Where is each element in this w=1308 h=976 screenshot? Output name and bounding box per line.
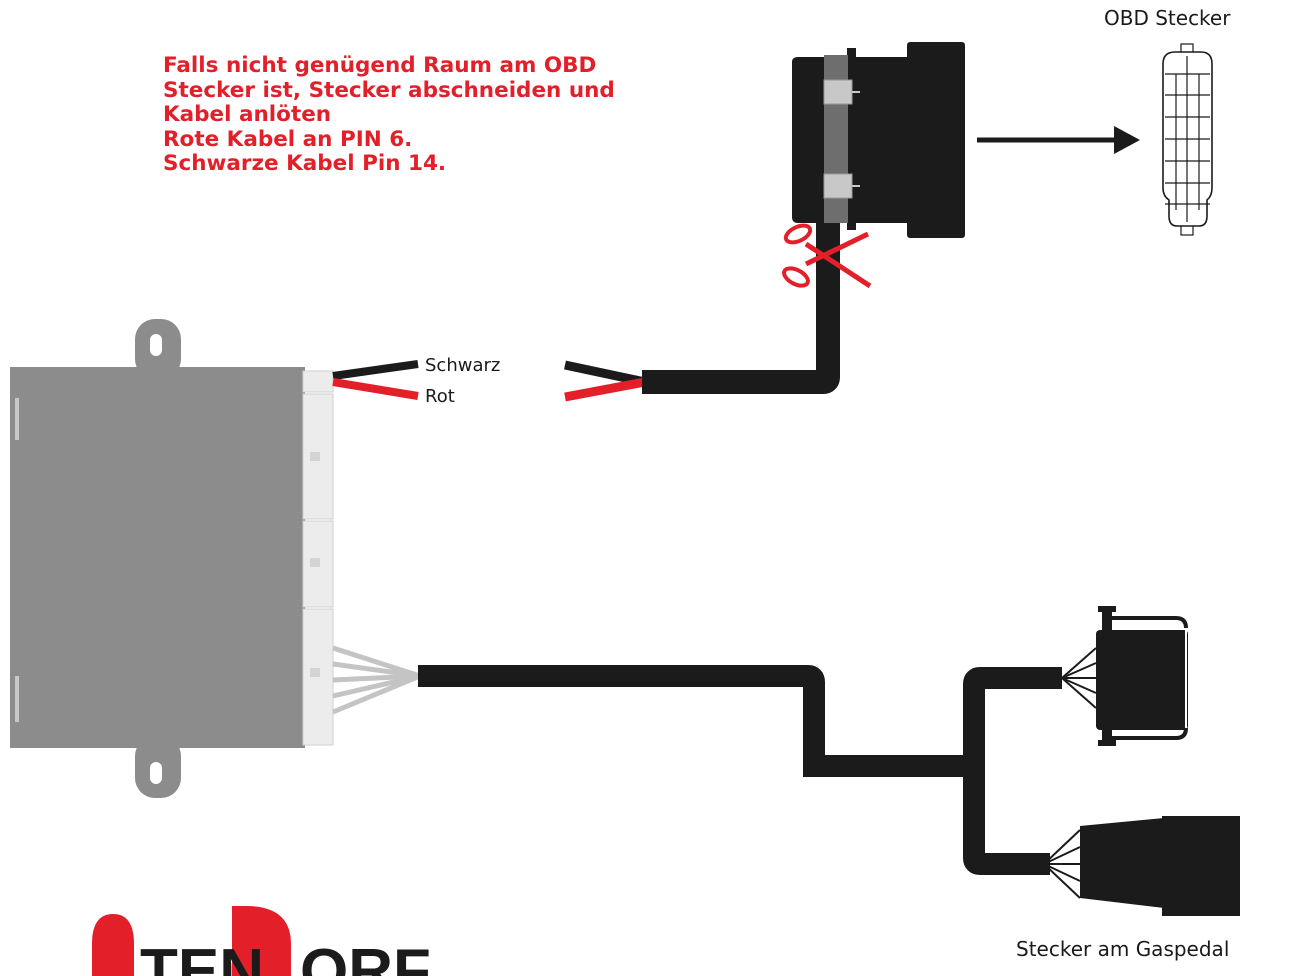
module-connector-power <box>302 370 334 393</box>
wire-black-module <box>332 360 419 380</box>
instruction-line: Falls nicht genügend Raum am OBD <box>163 53 597 78</box>
wire-red-label: Rot <box>425 386 455 407</box>
pedal-connector-lower <box>1080 816 1240 916</box>
module-connector-b <box>302 520 334 608</box>
pedal-cable-branches <box>963 667 1062 875</box>
pedal-connector-label: Stecker am Gaspedal <box>1016 937 1230 961</box>
obd-cable <box>564 210 840 402</box>
instruction-line: Schwarze Kabel Pin 14. <box>163 151 447 177</box>
arrow-right-icon <box>977 126 1140 154</box>
wire-red-obd <box>564 377 646 402</box>
wire-black-obd <box>564 360 646 387</box>
module-body <box>10 367 305 748</box>
svg-text:TEN: TEN <box>140 937 264 976</box>
pedal-connector-upper <box>1096 606 1188 746</box>
pedal-cable-trunk <box>418 665 970 777</box>
obd-connector-front <box>1162 43 1213 236</box>
obd-connector-label: OBD Stecker <box>1104 6 1231 30</box>
instructions-text: Falls nicht genügend Raum am OBD Stecker… <box>163 53 743 177</box>
instruction-line: Stecker ist, Stecker abschneiden und <box>163 77 615 103</box>
pedal-harness <box>332 645 1097 899</box>
svg-text:ORF: ORF <box>300 937 431 976</box>
wire-red-module <box>332 378 419 400</box>
instruction-line: Rote Kabel an PIN 6. <box>163 126 413 152</box>
power-wires-module-side <box>332 360 419 400</box>
obd-connector-side <box>792 42 965 238</box>
company-logo: TEN ORF <box>92 906 431 976</box>
instruction-line: Kabel anlöten <box>163 102 332 128</box>
wire-black-label: Schwarz <box>425 355 501 376</box>
scissors-icon <box>782 223 872 289</box>
obd-cable-jacket <box>642 210 840 394</box>
control-module <box>10 319 334 798</box>
